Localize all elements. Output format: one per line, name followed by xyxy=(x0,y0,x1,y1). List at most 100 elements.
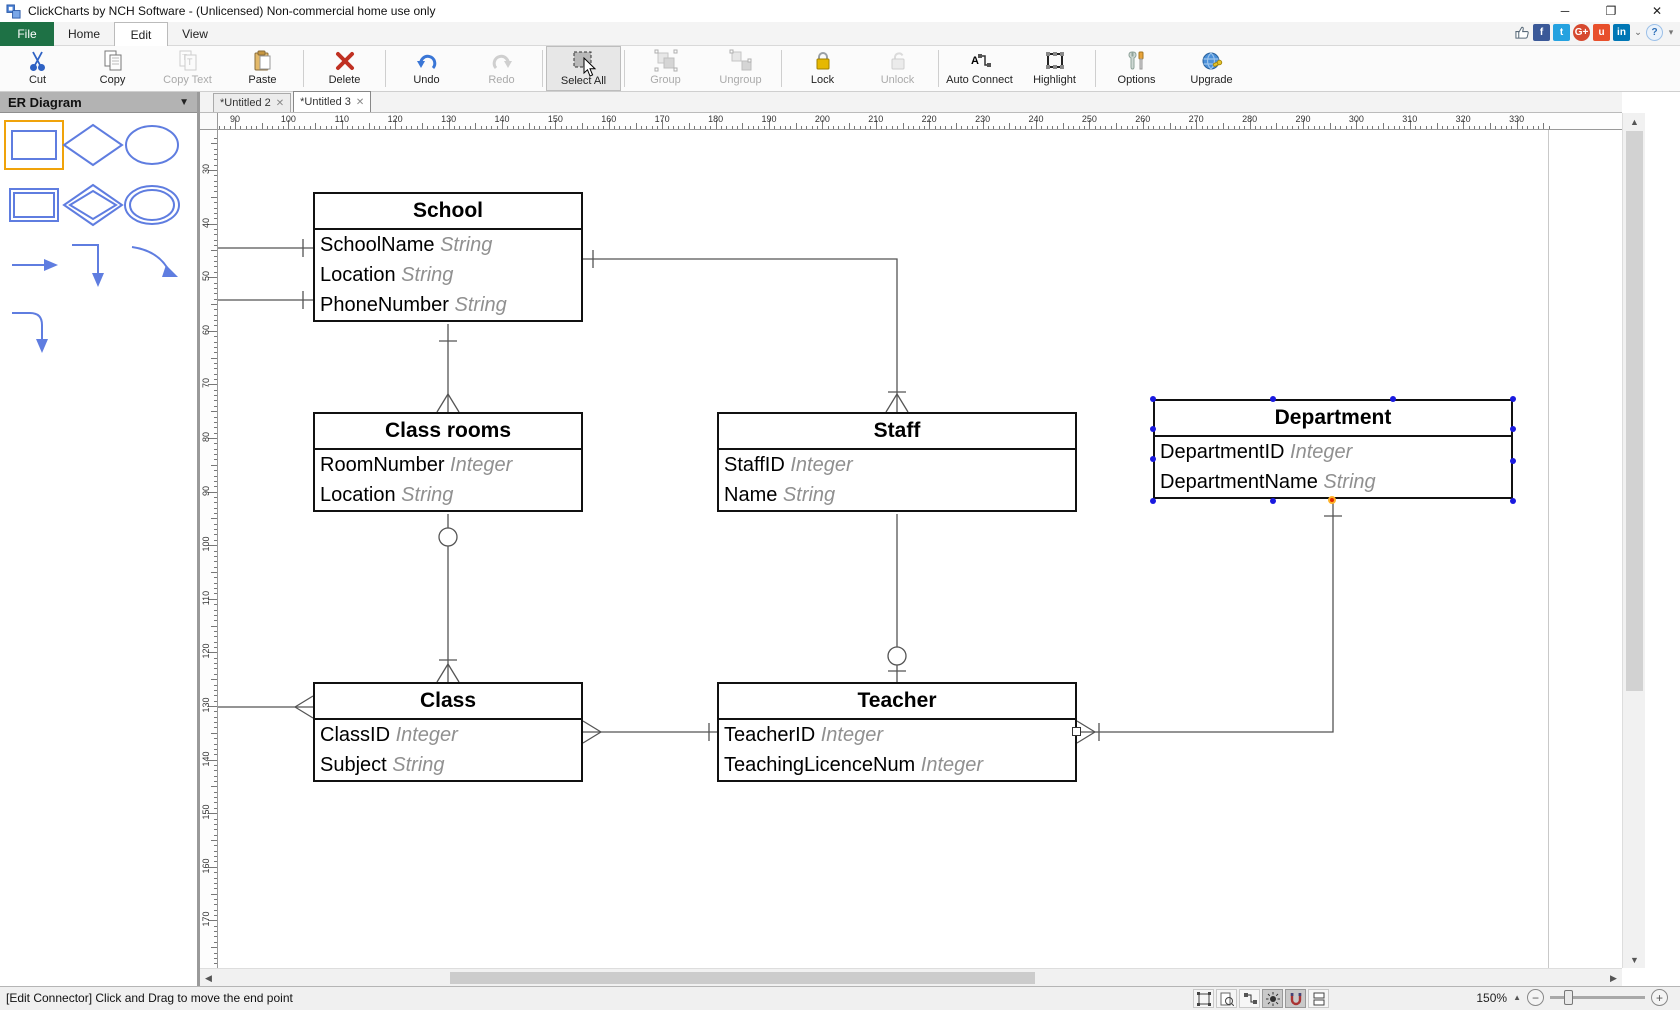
lock-button[interactable]: Lock xyxy=(785,46,860,91)
close-tab-icon[interactable]: ✕ xyxy=(275,97,285,109)
status-message: [Edit Connector] Click and Drag to move … xyxy=(6,991,293,1005)
toolbar-button-label: Unlock xyxy=(880,74,915,86)
zoom-out-button[interactable]: − xyxy=(1527,989,1544,1006)
stumbleupon-icon[interactable]: u xyxy=(1593,24,1610,41)
panel-divider[interactable] xyxy=(197,92,200,986)
close-button[interactable]: ✕ xyxy=(1651,4,1663,18)
selection-handle[interactable] xyxy=(1270,396,1276,402)
ruler-number: 160 xyxy=(201,858,211,874)
help-icon[interactable]: ? xyxy=(1646,24,1663,41)
chevron-down-icon[interactable]: ▼ xyxy=(179,96,189,108)
selection-handle[interactable] xyxy=(1510,396,1516,402)
toolbar-separator xyxy=(385,50,386,87)
ruler-number: 240 xyxy=(1028,114,1044,124)
copy-button[interactable]: Copy xyxy=(75,46,150,91)
restore-button[interactable]: ❐ xyxy=(1605,4,1617,18)
toolbar-button-label: Copy xyxy=(99,74,126,86)
selection-handle[interactable] xyxy=(1150,498,1156,504)
layout-icon[interactable] xyxy=(1308,989,1329,1008)
share-more-icon[interactable]: ⌄ xyxy=(1634,27,1642,37)
help-more-icon[interactable]: ▾ xyxy=(1668,27,1674,37)
shape-panel xyxy=(0,113,197,986)
selection-handle[interactable] xyxy=(1270,498,1276,504)
minimize-button[interactable]: ─ xyxy=(1560,4,1570,18)
highlight-button[interactable]: Highlight xyxy=(1017,46,1092,91)
like-icon[interactable] xyxy=(1514,24,1530,41)
ruler-number: 70 xyxy=(201,378,211,389)
toolbar-button-label: Auto Connect xyxy=(946,74,1013,86)
ruler-number: 290 xyxy=(1295,114,1311,124)
shape-diamond[interactable] xyxy=(62,123,124,167)
auto-connect-small-icon[interactable] xyxy=(1239,989,1260,1008)
selection-handle[interactable] xyxy=(1150,456,1156,462)
entity-field: Name String xyxy=(724,484,836,506)
shape-double-diamond[interactable] xyxy=(62,183,124,227)
close-tab-icon[interactable]: ✕ xyxy=(355,96,365,108)
connector-endpoint-red[interactable] xyxy=(1328,496,1336,504)
scroll-left-icon[interactable]: ◀ xyxy=(205,972,212,983)
shape-arrow-curved[interactable] xyxy=(131,246,171,274)
scroll-right-icon[interactable]: ▶ xyxy=(1610,972,1617,983)
ribbon-tab-home[interactable]: Home xyxy=(68,27,101,41)
options-button[interactable]: Options xyxy=(1099,46,1174,91)
shape-double-rectangle[interactable] xyxy=(9,188,59,222)
selection-handle[interactable] xyxy=(1150,396,1156,402)
vertical-scrollbar-thumb[interactable] xyxy=(1626,131,1643,691)
undo-button[interactable]: Undo xyxy=(389,46,464,91)
selection-handle[interactable] xyxy=(1510,498,1516,504)
zoom-in-button[interactable]: + xyxy=(1651,989,1668,1006)
zoom-spinner-icon[interactable]: ▲ xyxy=(1513,993,1521,1002)
brightness-icon[interactable] xyxy=(1262,989,1283,1008)
horizontal-scrollbar-thumb[interactable] xyxy=(450,972,1035,984)
twitter-icon[interactable]: t xyxy=(1553,24,1570,41)
entity-title: Department xyxy=(1155,401,1511,437)
document-tab--untitled-2[interactable]: *Untitled 2✕ xyxy=(213,93,292,112)
shape-double-ellipse[interactable] xyxy=(124,185,180,225)
select-all-button[interactable]: Select All xyxy=(546,46,621,91)
selection-handle[interactable] xyxy=(1510,458,1516,464)
zoom-slider[interactable] xyxy=(1550,990,1645,1005)
group-button: Group xyxy=(628,46,703,91)
shape-arrow-elbow[interactable] xyxy=(72,244,99,279)
horizontal-scrollbar[interactable]: ◀ ▶ xyxy=(200,968,1622,986)
paste-button[interactable]: Paste xyxy=(225,46,300,91)
selection-handle[interactable] xyxy=(1390,396,1396,402)
ribbon-tab-file[interactable]: File xyxy=(0,22,54,46)
entity-field: Subject String xyxy=(320,754,445,776)
zoom-page-icon[interactable] xyxy=(1216,989,1237,1008)
shape-rectangle[interactable] xyxy=(11,130,57,160)
shape-panel-header[interactable]: ER Diagram ▼ xyxy=(0,92,197,113)
entity-title: School xyxy=(315,194,581,230)
selection-handle[interactable] xyxy=(1150,426,1156,432)
shape-arrow-curved-elbow[interactable] xyxy=(12,312,43,341)
toolbar-separator xyxy=(938,50,939,87)
connector-endpoint-white[interactable] xyxy=(1072,727,1081,736)
zoom-level: 150% xyxy=(1476,990,1508,1005)
ribbon-tab-edit[interactable]: Edit xyxy=(114,22,169,46)
linkedin-icon[interactable]: in xyxy=(1613,24,1630,41)
facebook-icon[interactable]: f xyxy=(1533,24,1550,41)
document-tab--untitled-3[interactable]: *Untitled 3✕ xyxy=(293,91,372,112)
fit-frame-icon[interactable] xyxy=(1193,989,1214,1008)
magnet-icon[interactable] xyxy=(1285,989,1306,1008)
cut-button[interactable]: Cut xyxy=(0,46,75,91)
zoom-slider-thumb[interactable] xyxy=(1564,990,1573,1005)
ribbon-tab-view[interactable]: View xyxy=(182,27,208,41)
scroll-down-icon[interactable]: ▼ xyxy=(1630,954,1639,965)
shape-ellipse[interactable] xyxy=(125,125,179,165)
vertical-scrollbar[interactable]: ▲ ▼ xyxy=(1622,113,1645,968)
scroll-up-icon[interactable]: ▲ xyxy=(1630,116,1639,127)
upgrade-button[interactable]: Upgrade xyxy=(1174,46,1249,91)
selection-handle[interactable] xyxy=(1510,426,1516,432)
toolbar-button-label: Copy Text xyxy=(163,74,212,86)
google-plus-icon[interactable]: G+ xyxy=(1573,24,1590,41)
delete-button[interactable]: Delete xyxy=(307,46,382,91)
